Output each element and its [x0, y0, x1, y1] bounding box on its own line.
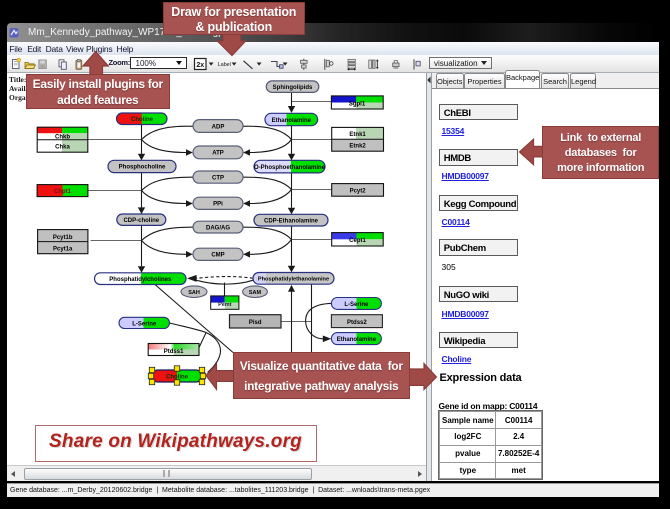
svg-text:ADP: ADP — [212, 124, 225, 130]
svg-text:Choline: Choline — [166, 374, 189, 380]
svg-text:Etnk1: Etnk1 — [349, 132, 366, 138]
svg-text:Pcyt1b: Pcyt1b — [53, 235, 73, 241]
svg-text:Ethanolamine: Ethanolamine — [272, 118, 312, 124]
svg-text:Chkb: Chkb — [55, 134, 70, 140]
svg-text:Sphingolipids: Sphingolipids — [273, 85, 313, 91]
svg-text:Ethanolamine: Ethanolamine — [337, 337, 377, 343]
svg-text:Phosphatidylcholines: Phosphatidylcholines — [109, 277, 172, 283]
svg-text:SAH: SAH — [188, 290, 200, 296]
svg-text:O-Phosphoethanolamine: O-Phosphoethanolamine — [254, 165, 326, 171]
svg-text:Ptdss1: Ptdss1 — [164, 349, 184, 355]
svg-text:Phosphocholine: Phosphocholine — [119, 165, 166, 171]
svg-text:Ptdss2: Ptdss2 — [347, 320, 367, 326]
svg-text:SAM: SAM — [249, 290, 262, 296]
svg-text:Sgpl1: Sgpl1 — [349, 101, 366, 107]
svg-text:2x: 2x — [196, 62, 204, 69]
svg-text:CDP-choline: CDP-choline — [123, 218, 159, 224]
svg-text:L-Serine: L-Serine — [344, 302, 369, 308]
svg-text:Pisd: Pisd — [249, 320, 262, 326]
svg-text:CDP-Ethanolamine: CDP-Ethanolamine — [264, 219, 319, 225]
svg-text:Label: Label — [218, 62, 231, 68]
svg-text:Choline: Choline — [131, 117, 154, 123]
svg-text:CMP: CMP — [211, 253, 224, 259]
svg-text:ATP: ATP — [212, 151, 224, 157]
svg-text:L-Serine: L-Serine — [132, 321, 157, 327]
svg-text:Pcyt1a: Pcyt1a — [53, 247, 73, 253]
svg-text:Chpt1: Chpt1 — [54, 189, 72, 195]
svg-text:Phosphatidylethanolamine: Phosphatidylethanolamine — [258, 277, 329, 283]
svg-text:Cept1: Cept1 — [349, 238, 366, 244]
svg-text:Pcyt2: Pcyt2 — [350, 188, 367, 194]
svg-text:DAG/AG: DAG/AG — [206, 225, 230, 231]
svg-text:CTP: CTP — [212, 175, 224, 181]
svg-text:Etnk2: Etnk2 — [349, 144, 366, 150]
svg-text:PPi: PPi — [213, 202, 223, 208]
svg-text:Chka: Chka — [55, 144, 70, 150]
svg-text:Pemt: Pemt — [218, 302, 232, 308]
